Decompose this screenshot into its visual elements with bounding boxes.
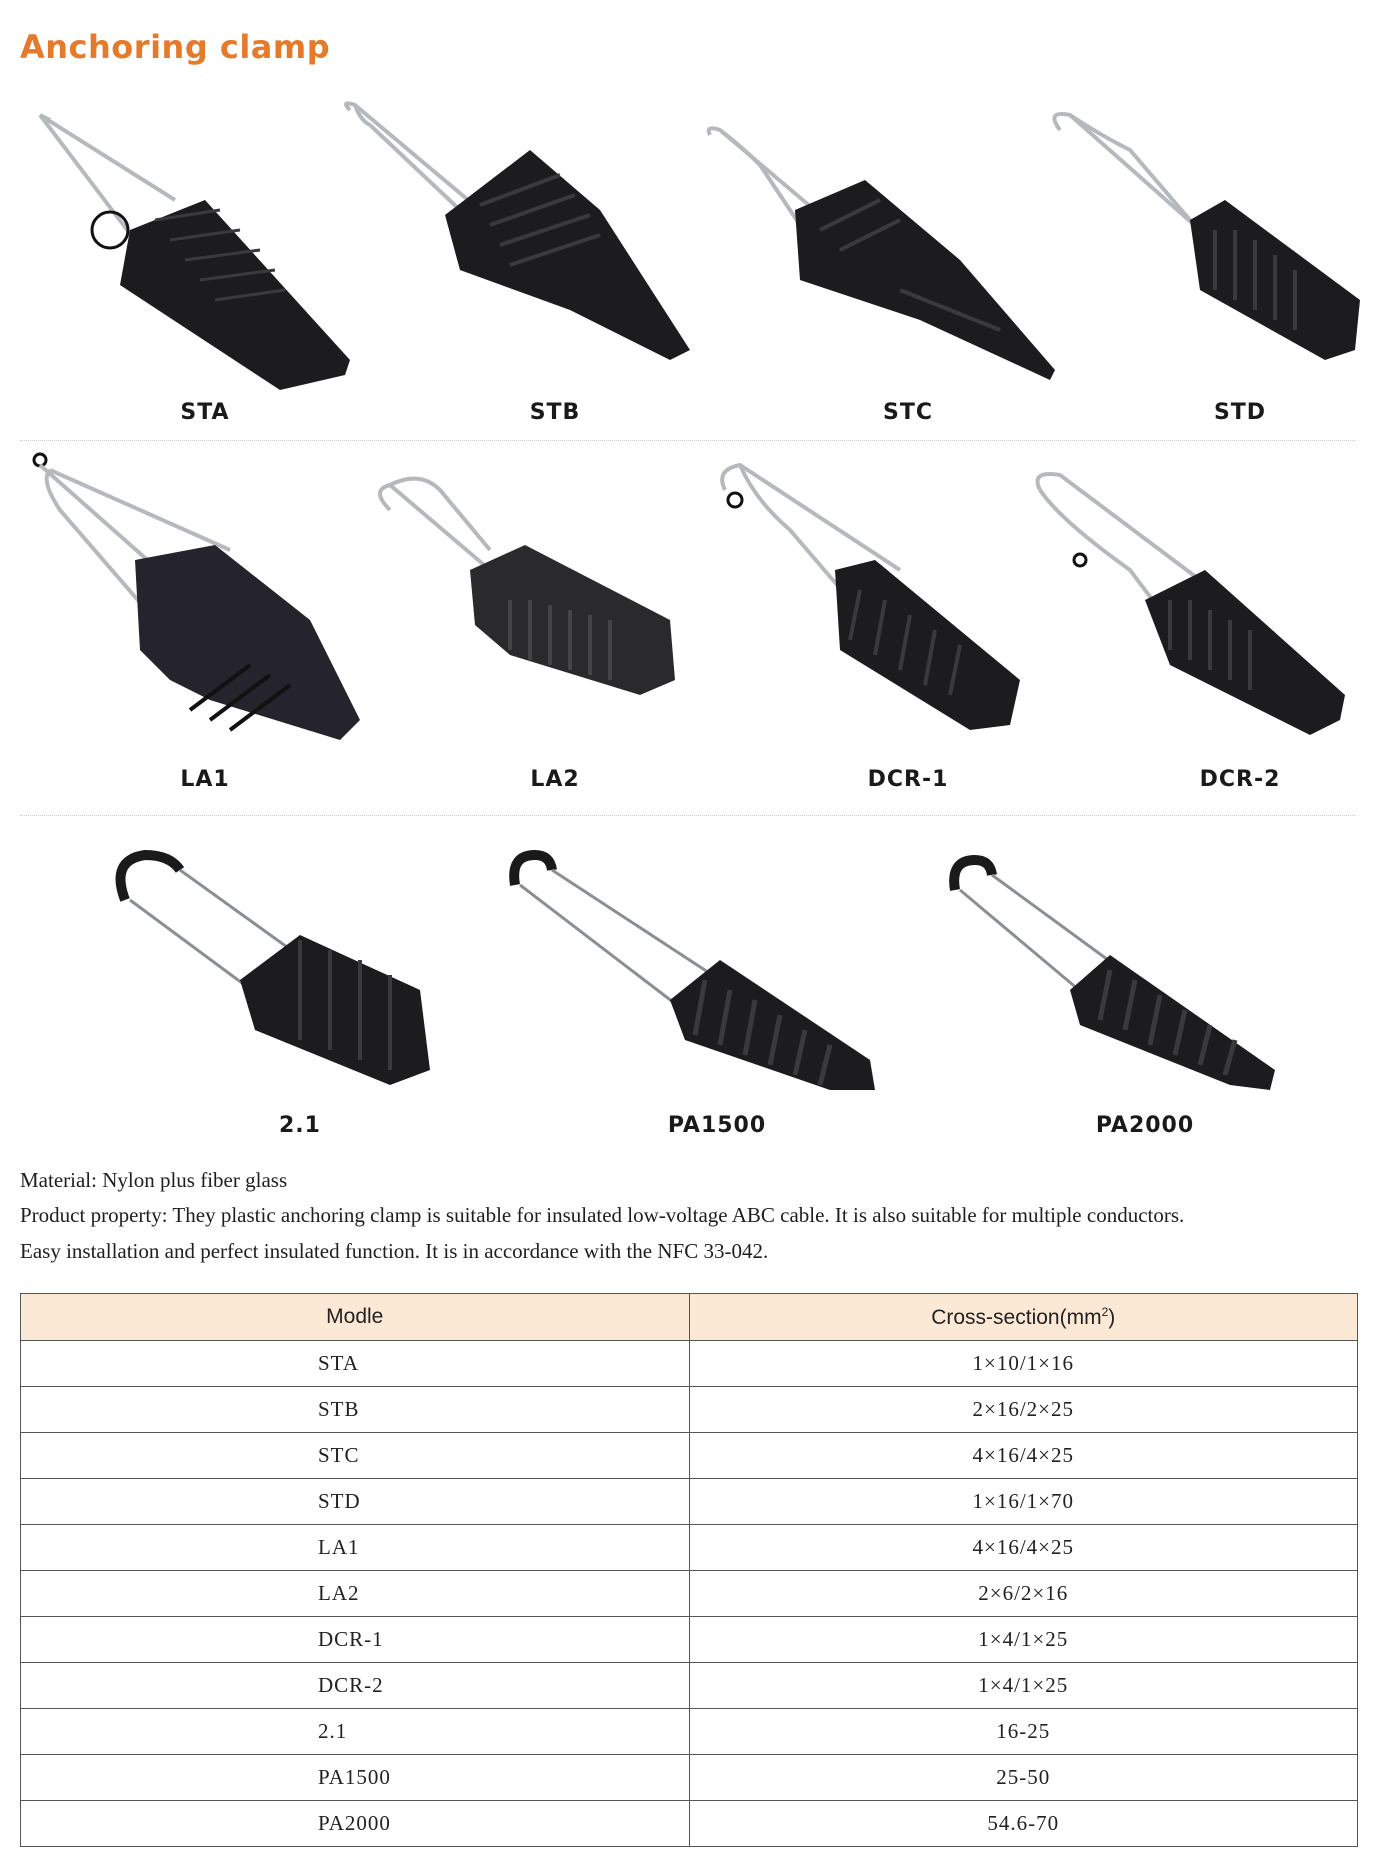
product-row-2: LA1 LA2 DCR-1 DCR-2 — [0, 450, 1385, 816]
product-label: STD — [1213, 400, 1267, 425]
cell-section: 25-50 — [688, 1754, 1358, 1801]
cell-section: 16-25 — [688, 1708, 1358, 1755]
product-image-2-1 — [90, 840, 450, 1100]
product-label: PA1500 — [667, 1113, 767, 1138]
product-label: STB — [529, 400, 581, 425]
installation-text: Easy installation and perfect insulated … — [20, 1239, 769, 1263]
product-image-stc — [700, 90, 1070, 390]
product-label: 2.1 — [279, 1113, 321, 1138]
product-label: LA2 — [530, 767, 580, 792]
product-image-la1 — [20, 450, 360, 750]
cell-section: 1×10/1×16 — [688, 1340, 1358, 1387]
product-image-stb — [330, 90, 700, 390]
product-label: LA1 — [180, 767, 230, 792]
product-image-sta — [20, 90, 360, 390]
row-divider — [20, 815, 1355, 816]
table-header-row: Modle Cross-section(mm2) — [20, 1293, 1358, 1341]
cell-section: 2×16/2×25 — [688, 1386, 1358, 1433]
product-label: STC — [883, 400, 933, 425]
cell-section: 1×4/1×25 — [688, 1662, 1358, 1709]
cell-section: 54.6-70 — [688, 1800, 1358, 1847]
cell-section: 4×16/4×25 — [688, 1432, 1358, 1479]
cell-model: STD — [20, 1478, 690, 1525]
material-text: Material: Nylon plus fiber glass — [20, 1168, 288, 1192]
cell-model: 2.1 — [20, 1708, 690, 1755]
property-text: Product property: They plastic anchoring… — [20, 1203, 1185, 1227]
product-image-pa1500 — [490, 840, 890, 1100]
cell-section: 1×16/1×70 — [688, 1478, 1358, 1525]
product-row-3: 2.1 PA1500 PA2000 — [0, 840, 1385, 1140]
page-title: Anchoring clamp — [20, 28, 331, 66]
cell-model: LA2 — [20, 1570, 690, 1617]
product-label: DCR-1 — [867, 767, 949, 792]
product-image-dcr-1 — [700, 450, 1030, 750]
row-divider — [20, 440, 1355, 441]
product-label: DCR-2 — [1199, 767, 1281, 792]
cell-model: STC — [20, 1432, 690, 1479]
product-row-1: STA STB STC STD — [0, 90, 1385, 441]
header-cross-section: Cross-section(mm2) — [688, 1293, 1358, 1341]
product-label: STA — [180, 400, 230, 425]
product-label: PA2000 — [1095, 1113, 1195, 1138]
cell-model: STA — [20, 1340, 690, 1387]
cell-model: DCR-1 — [20, 1616, 690, 1663]
cell-model: LA1 — [20, 1524, 690, 1571]
cell-model: STB — [20, 1386, 690, 1433]
cell-model: DCR-2 — [20, 1662, 690, 1709]
cell-model: PA1500 — [20, 1754, 690, 1801]
product-image-la2 — [360, 450, 690, 750]
cell-section: 1×4/1×25 — [688, 1616, 1358, 1663]
cell-section: 2×6/2×16 — [688, 1570, 1358, 1617]
product-image-std — [1040, 90, 1370, 390]
header-model: Modle — [20, 1293, 690, 1341]
product-image-dcr-2 — [1020, 450, 1370, 750]
product-image-pa2000 — [930, 840, 1310, 1100]
cell-section: 4×16/4×25 — [688, 1524, 1358, 1571]
cell-model: PA2000 — [20, 1800, 690, 1847]
